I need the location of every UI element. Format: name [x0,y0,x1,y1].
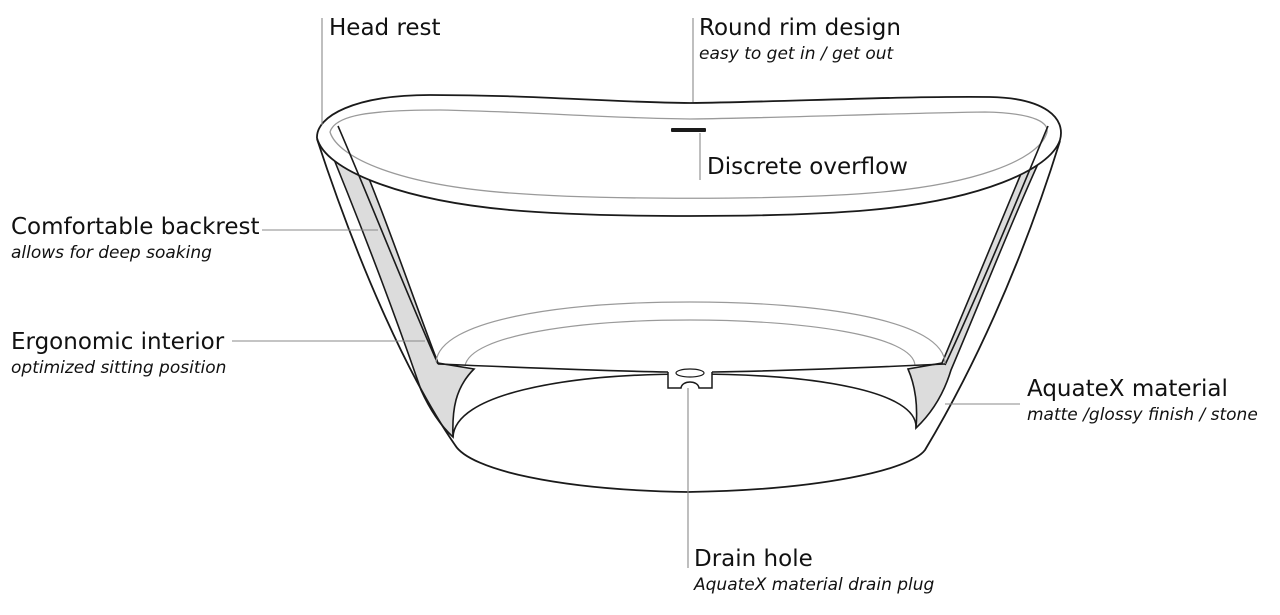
callout-round-rim: Round rim design easy to get in / get ou… [699,14,901,65]
floor-back-edge [435,301,946,365]
aquatex-subtitle: matte /glossy finish / stone [1027,404,1258,425]
rim-outer [316,94,1062,217]
ergonomic-subtitle: optimized sitting position [11,357,227,378]
overflow-slot [671,128,706,132]
head-rest-title: Head rest [329,15,441,41]
drain-subtitle: AquateX material drain plug [694,574,935,595]
inner-left-wall [337,125,439,365]
drain-hole-icon [675,368,705,378]
round-rim-title: Round rim design [699,15,901,41]
callout-head-rest: Head rest [329,14,441,43]
callout-overflow: Discrete overflow [707,153,908,182]
floor-inner-edge [464,319,916,367]
floor-section-top [437,363,946,373]
ergonomic-title: Ergonomic interior [11,329,225,355]
round-rim-subtitle: easy to get in / get out [699,43,894,64]
callout-aquatex: AquateX material matte /glossy finish / … [1027,375,1258,426]
callout-drain: Drain hole AquateX material drain plug [694,545,934,596]
backrest-title: Comfortable backrest [11,214,260,240]
callout-ergonomic: Ergonomic interior optimized sitting pos… [11,328,226,379]
overflow-title: Discrete overflow [707,154,908,180]
rim-inner [329,109,1048,199]
callout-backrest: Comfortable backrest allows for deep soa… [11,213,260,264]
inner-right-wall [944,125,1049,366]
leader-lines [232,18,1020,568]
drain-cup [667,372,713,389]
backrest-subtitle: allows for deep soaking [11,242,212,263]
aquatex-title: AquateX material [1027,376,1228,402]
drain-title: Drain hole [694,546,813,572]
